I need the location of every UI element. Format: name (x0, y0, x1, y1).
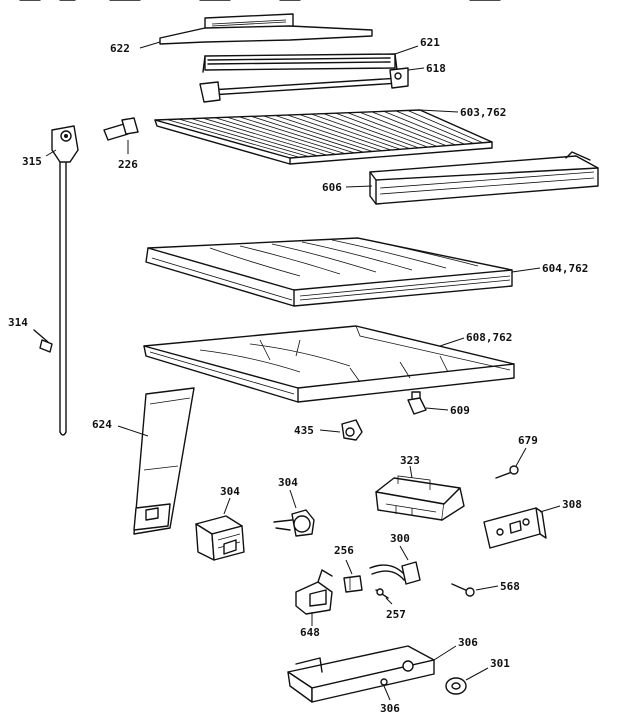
part-609-clip (407, 391, 449, 415)
callout-314: 314 (8, 316, 28, 329)
part-603-wire-shelf (154, 109, 493, 165)
callout-257: 257 (386, 608, 406, 621)
part-256-clip (343, 559, 363, 593)
part-435-knob (319, 419, 363, 441)
callout-604: 604,762 (542, 262, 588, 275)
part-624-bracket (117, 387, 195, 535)
callout-621: 621 (420, 36, 440, 49)
callout-304-overload: 304 (278, 476, 298, 489)
callout-308: 308 (562, 498, 582, 511)
callout-606: 606 (322, 181, 342, 194)
part-622-strip (139, 13, 373, 49)
part-618-bar (199, 67, 425, 103)
callout-568: 568 (500, 580, 520, 593)
callout-256: 256 (334, 544, 354, 557)
part-323-control-box (375, 465, 465, 521)
part-257-screw (375, 588, 393, 605)
callout-306-lower: 306 (380, 702, 400, 715)
callout-435: 435 (294, 424, 314, 437)
part-300-thermostat (369, 545, 421, 585)
callout-608: 608,762 (466, 331, 512, 344)
part-306-mount-bracket (287, 645, 457, 703)
callout-301: 301 (490, 657, 510, 670)
callout-609: 609 (450, 404, 470, 417)
part-568-screw (451, 583, 499, 597)
callout-labels: 622 621 618 603,762 315 226 606 604,762 … (8, 36, 588, 715)
part-304-relay-block (195, 497, 245, 561)
callout-679: 679 (518, 434, 538, 447)
callout-618: 618 (426, 62, 446, 75)
callout-226: 226 (118, 158, 138, 171)
callout-648: 648 (300, 626, 320, 639)
part-315-rod (45, 125, 79, 436)
callout-304-relay: 304 (220, 485, 240, 498)
callout-323: 323 (400, 454, 420, 467)
part-679-screw (495, 447, 527, 479)
part-301-grommet (445, 667, 489, 695)
part-648-relay (295, 569, 333, 626)
callout-603: 603,762 (460, 106, 506, 119)
part-226-pin (103, 117, 139, 154)
part-606-crisper-cover (345, 151, 599, 205)
callout-624: 624 (92, 418, 112, 431)
part-621-rail (202, 45, 419, 73)
callout-622: 622 (110, 42, 130, 55)
part-608-shelf-tray (143, 325, 515, 403)
part-314-clip (33, 329, 53, 353)
callout-315: 315 (22, 155, 42, 168)
part-304-overload (273, 489, 315, 537)
callout-300: 300 (390, 532, 410, 545)
part-308-bracket-plate (483, 505, 561, 549)
callout-306-upper: 306 (458, 636, 478, 649)
part-604-shelf-tray (145, 237, 541, 307)
